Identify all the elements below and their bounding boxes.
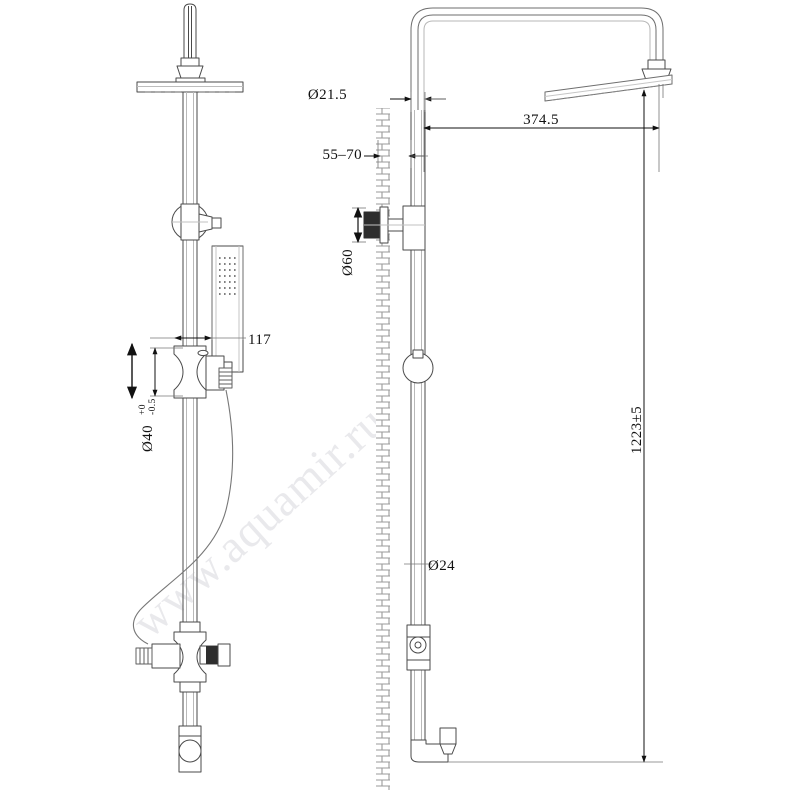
- dim-label-374-5: 374.5: [523, 112, 559, 128]
- side-bottom-outlet: [410, 727, 457, 763]
- dim-overall-height-1223: 1223±5: [448, 84, 664, 763]
- front-upper-diverter: [171, 203, 222, 241]
- dim-label-d24: Ø24: [428, 558, 455, 574]
- side-head-nozzle-row: [551, 84, 667, 101]
- front-view: [132, 3, 244, 773]
- dim-slider-diameter-40: Ø40 +0 -0.5: [126, 342, 183, 452]
- front-shower-hose: [132, 367, 234, 645]
- side-wall-bracket: [363, 205, 426, 251]
- hose-collar: [218, 367, 233, 389]
- dim-label-d40-tol-lower: -0.5: [148, 398, 158, 415]
- dim-label-d40: Ø40: [140, 425, 156, 452]
- side-rain-shower-head: [544, 74, 673, 102]
- dim-label-d40-tol-upper: +0: [138, 404, 148, 415]
- dim-wall-offset-55-70: 55–70: [323, 140, 428, 168]
- side-view-dimensions: Ø21.5 374.5 55–70 Ø60: [308, 84, 664, 763]
- dim-handset-117: 117: [150, 246, 271, 348]
- dim-arm-projection-374-5: 374.5: [423, 84, 660, 172]
- side-mid-diverter: [402, 349, 434, 384]
- dim-label-1223: 1223±5: [629, 406, 645, 454]
- handset-nozzle-grid: [219, 257, 236, 295]
- dim-column-d24: Ø24: [404, 558, 455, 574]
- front-main-column: [182, 92, 198, 726]
- side-gooseneck-arm: [410, 7, 664, 110]
- dim-label-d21-5: Ø21.5: [308, 87, 347, 103]
- dim-label-55-70: 55–70: [323, 147, 363, 163]
- dim-riser-d21-5: Ø21.5: [308, 87, 446, 112]
- side-mixer-body: [406, 624, 431, 671]
- side-view: [363, 7, 673, 763]
- front-view-dimensions: 117 Ø40 +0 -0.5: [126, 246, 271, 452]
- dim-bracket-d60: Ø60: [340, 206, 366, 276]
- dim-label-d60: Ø60: [340, 249, 356, 276]
- front-mixer-body: [135, 621, 231, 693]
- dim-label-117: 117: [248, 332, 271, 348]
- wall-section-hatch: [376, 108, 390, 790]
- front-handset: [211, 245, 244, 373]
- front-column-end-cap: [178, 725, 202, 773]
- front-rain-shower-head: [136, 81, 244, 93]
